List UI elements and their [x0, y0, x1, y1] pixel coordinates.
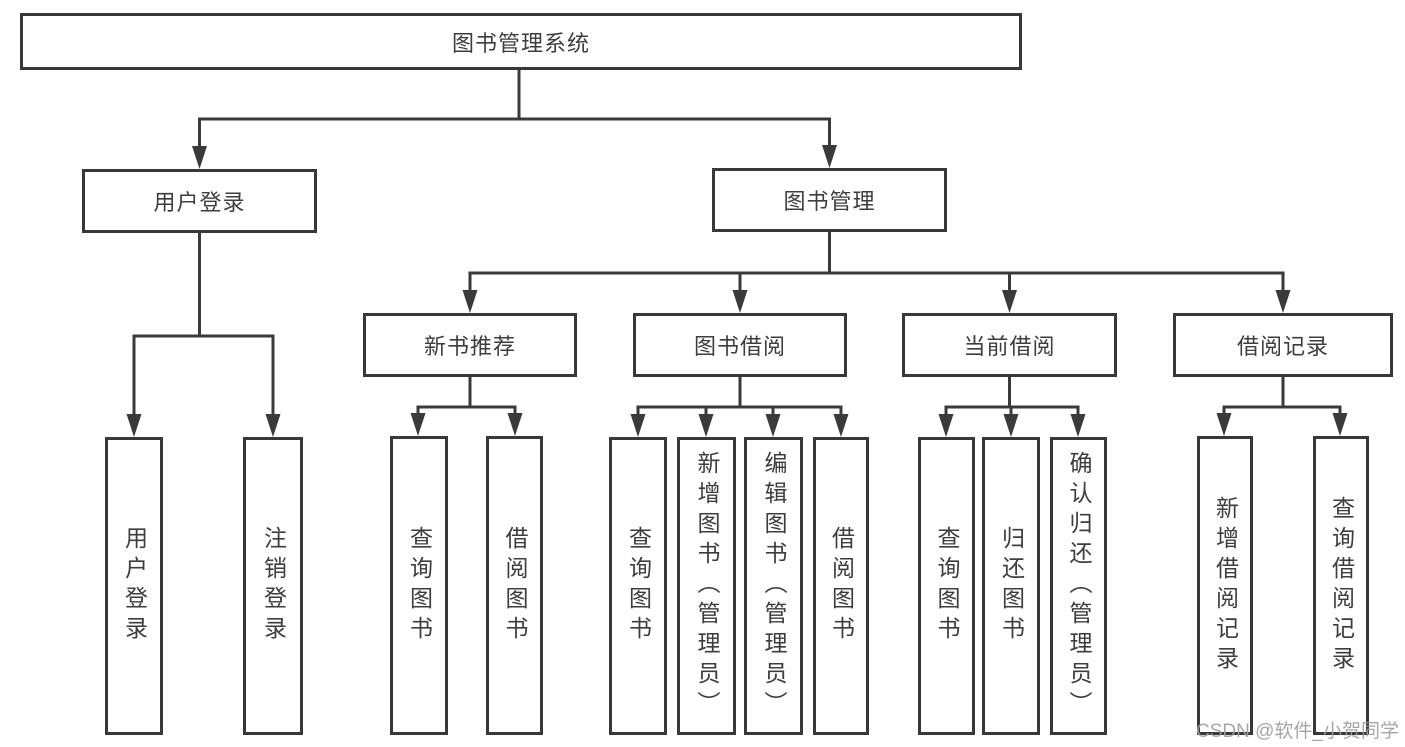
node-user-login: 用户登录: [82, 169, 317, 233]
leaf-add-books-admin: 新增图书（管理员）: [677, 437, 736, 735]
leaf-edit-books-admin-label: 编辑图书（管理员）: [761, 451, 786, 721]
connector-borrow-record-children: [1216, 377, 1348, 436]
node-book-management-label: 图书管理: [783, 189, 876, 214]
connector-root-to-level2: [192, 70, 837, 169]
leaf-return-books-label: 归还图书: [998, 526, 1024, 646]
leaf-borrow-books-recommend: 借阅图书: [486, 436, 543, 735]
connector-book-borrow-children: [630, 377, 849, 437]
node-borrowing-records-label: 借阅记录: [1236, 334, 1329, 359]
node-new-book-recommendation: 新书推荐: [363, 313, 577, 377]
leaf-return-books: 归还图书: [982, 437, 1040, 735]
leaf-query-books-borrow: 查询图书: [609, 437, 667, 735]
leaf-add-books-admin-label: 新增图书（管理员）: [694, 451, 719, 721]
connector-current-borrow-children: [938, 377, 1086, 437]
leaf-borrow-books-borrow: 借阅图书: [813, 437, 869, 735]
node-root-label: 图书管理系统: [451, 30, 590, 56]
leaf-query-books-recommend-label: 查询图书: [406, 525, 432, 646]
node-current-borrowing-label: 当前借阅: [963, 334, 1056, 359]
leaf-confirm-return-admin-label: 确认归还（管理员）: [1066, 451, 1091, 721]
leaf-query-borrow-record: 查询借阅记录: [1313, 436, 1369, 735]
node-book-management: 图书管理: [712, 168, 947, 232]
connector-new-book-children: [410, 377, 523, 436]
leaf-borrow-books-recommend-label: 借阅图书: [502, 525, 527, 646]
leaf-borrow-books-borrow-label: 借阅图书: [828, 526, 854, 646]
node-book-borrowing-label: 图书借阅: [693, 334, 786, 359]
leaf-logout-login-label: 注销登录: [260, 526, 286, 646]
leaf-add-borrow-record-label: 新增借阅记录: [1212, 495, 1238, 676]
leaf-query-borrow-record-label: 查询借阅记录: [1328, 495, 1354, 676]
node-user-login-label: 用户登录: [153, 190, 246, 215]
leaf-query-books-current: 查询图书: [918, 437, 975, 735]
node-current-borrowing: 当前借阅: [902, 313, 1117, 377]
leaf-logout-login: 注销登录: [243, 437, 303, 735]
leaf-edit-books-admin: 编辑图书（管理员）: [744, 437, 803, 735]
leaf-user-login: 用户登录: [105, 437, 163, 735]
node-root: 图书管理系统: [20, 13, 1022, 70]
leaf-query-books-borrow-label: 查询图书: [625, 526, 651, 646]
node-new-book-recommendation-label: 新书推荐: [423, 334, 516, 359]
leaf-add-borrow-record: 新增借阅记录: [1197, 436, 1253, 735]
watermark: CSDN @软件_小贺同学: [1196, 721, 1399, 742]
node-borrowing-records: 借阅记录: [1173, 313, 1393, 377]
leaf-confirm-return-admin: 确认归还（管理员）: [1050, 437, 1107, 735]
connector-book-management-to-level3: [462, 232, 1291, 313]
leaf-user-login-label: 用户登录: [121, 526, 147, 646]
leaf-query-books-current-label: 查询图书: [934, 526, 959, 646]
node-book-borrowing: 图书借阅: [633, 313, 847, 377]
connector-user-login-children: [126, 233, 281, 437]
leaf-query-books-recommend: 查询图书: [390, 436, 448, 735]
